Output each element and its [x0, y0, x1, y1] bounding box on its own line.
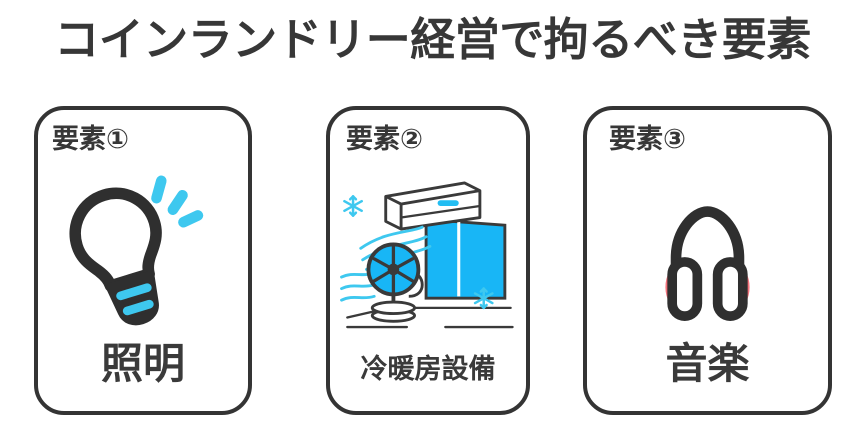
- card-2-caption: 冷暖房設備: [360, 354, 496, 385]
- window: [424, 217, 507, 300]
- card-element-2[interactable]: 要素②: [326, 106, 530, 415]
- sparkle-lines: [151, 175, 204, 228]
- bulb-outline: [69, 187, 162, 326]
- card-element-3[interactable]: 要素③ 音楽: [583, 106, 832, 415]
- card-1-badge: 要素①: [52, 124, 129, 155]
- snowflake-right: [473, 287, 494, 310]
- air-conditioner: [384, 181, 482, 231]
- snowflake-left: [343, 195, 363, 217]
- lightbulb-icon: [38, 162, 248, 347]
- page-title: コインランドリー経営で拘るべき要素: [54, 13, 811, 66]
- card-3-badge: 要素③: [609, 124, 686, 155]
- electric-fan: [366, 242, 424, 323]
- card-element-1[interactable]: 要素①: [34, 106, 252, 415]
- headphones-icon: [587, 170, 828, 350]
- cards-row: 要素①: [0, 106, 865, 421]
- air-conditioner-room-icon: [330, 160, 526, 350]
- card-3-caption: 音楽: [665, 339, 750, 388]
- card-1-caption: 照明: [100, 339, 185, 388]
- bulb-base-stripes: [116, 283, 154, 316]
- headband: [670, 206, 745, 295]
- right-earcup: [712, 257, 748, 321]
- ac-led: [437, 200, 459, 206]
- card-2-badge: 要素②: [346, 124, 423, 155]
- left-earcup: [667, 257, 703, 321]
